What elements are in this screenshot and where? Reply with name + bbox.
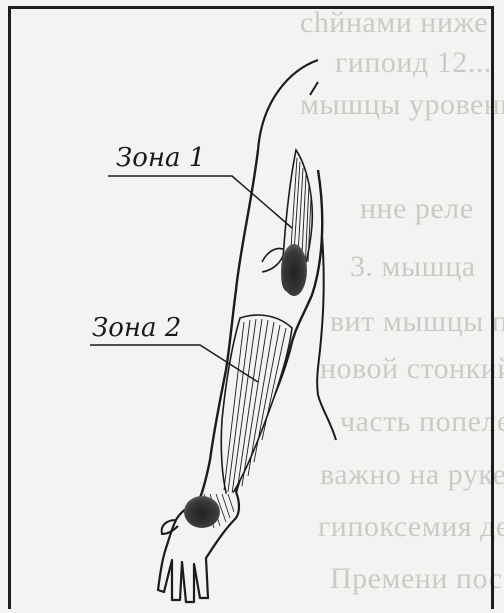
zone-2-muscle	[221, 315, 292, 500]
zone-1-motor-point	[281, 244, 307, 296]
shoulder-line	[310, 82, 318, 95]
zone-2-label: Зона 2	[92, 313, 181, 343]
zone-1-label: Зона 1	[116, 143, 205, 173]
torso-outline	[258, 60, 318, 150]
hand-motor-point	[184, 496, 220, 528]
zone-1-leader-line	[108, 176, 292, 228]
